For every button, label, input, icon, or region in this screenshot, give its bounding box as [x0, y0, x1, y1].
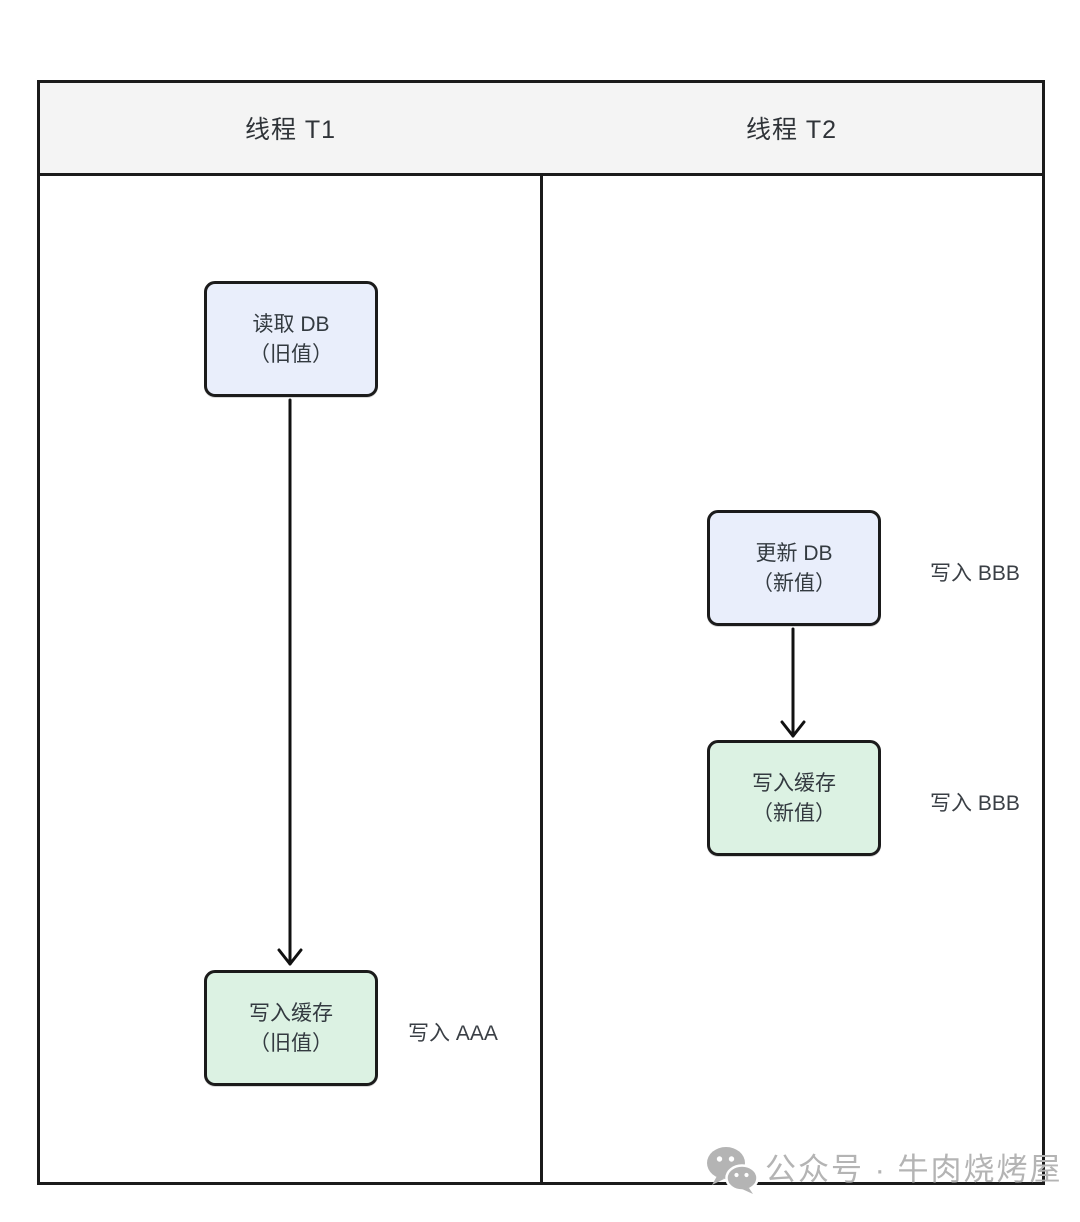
node-read-db-old: 读取 DB （旧值） — [204, 281, 378, 397]
swimlane-table: 线程 T1 线程 T2 读取 DB （旧值） 写入缓存 （旧值） 写入 AAA … — [37, 80, 1045, 1185]
lane-t2-header: 线程 T2 — [541, 83, 1042, 173]
node-write-cache-old: 写入缓存 （旧值） — [204, 970, 378, 1086]
watermark: 公众号 · 牛肉烧烤屋 — [706, 1144, 1063, 1196]
node-write-cache-old-line1: 写入缓存 — [249, 1001, 333, 1025]
node-write-cache-new: 写入缓存 （新值） — [707, 740, 881, 856]
annotation-write-aaa: 写入 AAA — [408, 1022, 498, 1045]
node-read-db-old-line2: （旧值） — [249, 342, 333, 366]
arrow-t2-update-to-write — [780, 627, 806, 738]
node-update-db-new-line1: 更新 DB — [755, 541, 833, 565]
annotation-write-bbb-db: 写入 BBB — [930, 562, 1020, 585]
lane-t2-title: 线程 T2 — [745, 116, 838, 144]
node-write-cache-new-line2: （新值） — [752, 801, 836, 825]
lane-t1-header: 线程 T1 — [40, 83, 541, 173]
annotation-write-bbb-cache: 写入 BBB — [930, 792, 1020, 815]
node-read-db-old-line1: 读取 DB — [252, 312, 330, 336]
lane-t1-title: 线程 T1 — [244, 116, 337, 144]
lane-header-row: 线程 T1 线程 T2 — [40, 83, 1042, 176]
watermark-text: 公众号 · 牛肉烧烤屋 — [765, 1152, 1063, 1187]
node-write-cache-old-line2: （旧值） — [249, 1031, 333, 1055]
node-update-db-new: 更新 DB （新值） — [707, 510, 881, 626]
wechat-icon — [707, 1147, 758, 1194]
node-update-db-new-line2: （新值） — [752, 571, 836, 595]
node-write-cache-new-line1: 写入缓存 — [752, 771, 836, 795]
arrow-t1-read-to-write — [277, 398, 303, 966]
lane-divider — [539, 83, 543, 1182]
